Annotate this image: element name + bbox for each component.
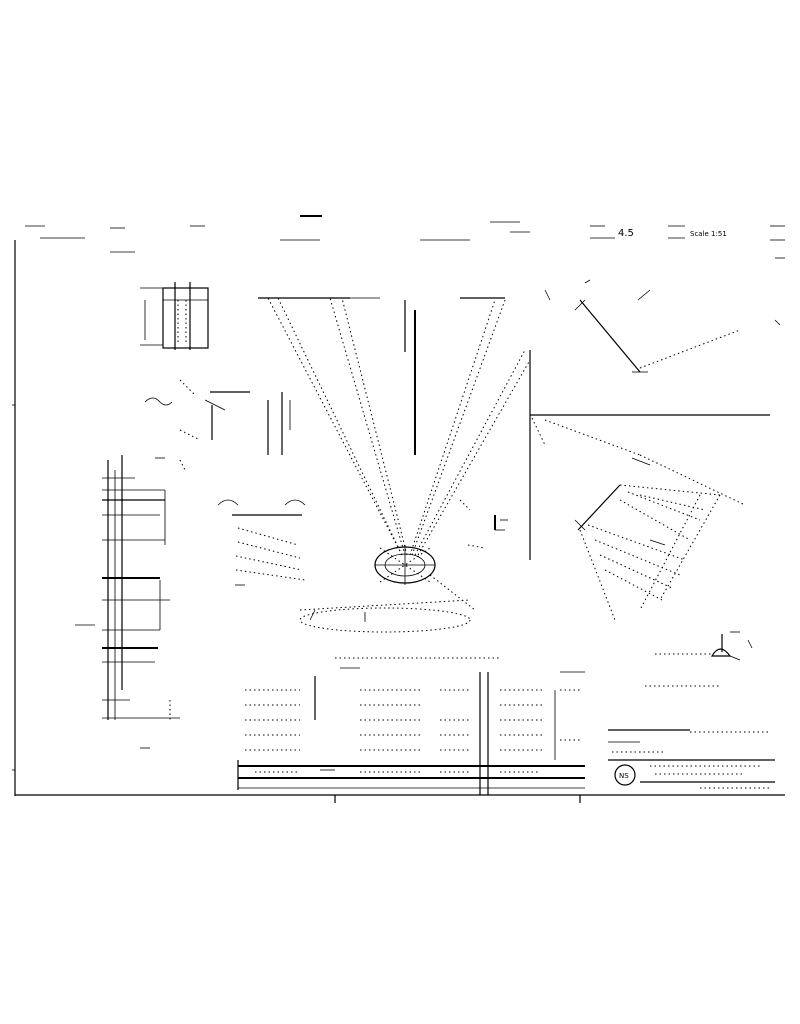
scale-mark: 4.5 bbox=[618, 228, 634, 239]
bracket-detail bbox=[645, 631, 753, 687]
logo-seal-text: NS bbox=[619, 772, 629, 780]
left-plan-view bbox=[75, 455, 186, 749]
logo-seal-icon bbox=[614, 764, 636, 786]
spring-detail bbox=[217, 499, 306, 586]
top-left-elevation bbox=[140, 282, 209, 350]
bottom-schedule-table bbox=[237, 657, 585, 795]
title-block: NS bbox=[608, 729, 775, 789]
left-side-elevation bbox=[144, 379, 291, 455]
right-top-detail bbox=[544, 279, 781, 373]
sheet-frame bbox=[12, 240, 785, 803]
central-radial-view bbox=[258, 297, 531, 633]
header-note: Scale 1:51 bbox=[690, 230, 727, 238]
header-strip: 4.5 Scale 1:51 bbox=[25, 215, 785, 259]
right-fan-detail bbox=[529, 350, 770, 621]
